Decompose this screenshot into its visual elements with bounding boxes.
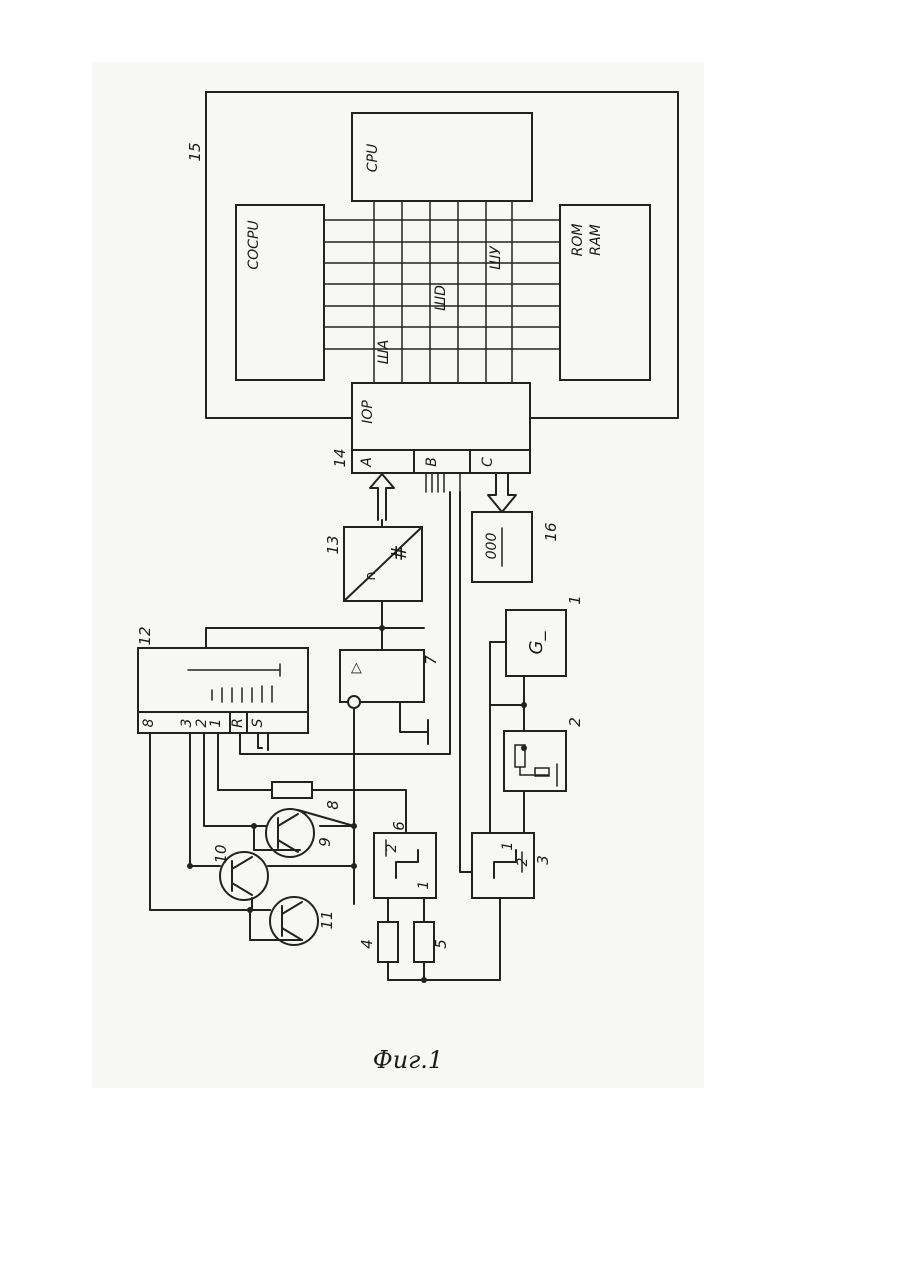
switch-block-3: 1 2 xyxy=(472,833,534,898)
pin-r-label: R xyxy=(230,718,246,728)
converter-tilde: ∩ xyxy=(363,571,379,581)
num-16: 16 xyxy=(542,522,560,541)
figure-caption: Фuг.1 xyxy=(373,1046,443,1074)
pin-s-label: S xyxy=(250,718,266,727)
rom-ram-block: ROM RAM xyxy=(560,205,650,380)
transistor-11 xyxy=(270,897,318,945)
converter-block-13: ∩ # xyxy=(344,527,422,601)
num-8: 8 xyxy=(324,800,342,810)
pin-1-label: 1 xyxy=(208,719,224,728)
resistor-4 xyxy=(378,922,398,962)
system-buses: ША ШD ШУ xyxy=(324,201,560,383)
divider-block-2 xyxy=(504,731,566,791)
num-1: 1 xyxy=(566,595,584,605)
bus-data-label: ШD xyxy=(433,285,449,311)
port-a-label: A xyxy=(359,457,375,468)
display-block-16: 000 xyxy=(472,512,532,582)
switch6-1: 1 xyxy=(416,881,432,890)
cpu-label: CPU xyxy=(365,144,381,172)
resistor-5 xyxy=(414,922,434,962)
num-11: 11 xyxy=(318,910,336,929)
num-12: 12 xyxy=(136,626,154,645)
num-15: 15 xyxy=(186,142,204,161)
num-9: 9 xyxy=(316,837,334,847)
num-3: 3 xyxy=(534,855,552,865)
pin-3-label: 3 xyxy=(179,719,195,728)
display-digits: 000 xyxy=(484,533,500,560)
comparator-block-7: ▷ xyxy=(340,650,424,708)
iop-block-14: IOP A B C xyxy=(352,383,530,473)
cocpu-block: COCPU xyxy=(236,205,324,380)
num-2: 2 xyxy=(566,717,584,727)
num-7: 7 xyxy=(422,655,440,665)
port-b-label: B xyxy=(424,457,440,467)
rom-label: ROM xyxy=(570,224,586,257)
cocpu-label: COCPU xyxy=(246,220,262,269)
iop-label: IOP xyxy=(360,400,376,424)
num-13: 13 xyxy=(324,535,342,554)
num-4: 4 xyxy=(358,939,376,949)
num-5: 5 xyxy=(432,939,450,949)
ram-label: RAM xyxy=(588,224,604,255)
num-10: 10 xyxy=(212,844,230,863)
port-c-label: C xyxy=(480,457,496,467)
resistor-8 xyxy=(272,782,312,798)
comparator-symbol: ▷ xyxy=(348,662,364,673)
switch-block-6: 2 1 xyxy=(374,833,436,898)
converter-hash: # xyxy=(387,545,411,562)
bus-address-label: ША xyxy=(376,340,392,365)
switch3-1: 1 xyxy=(500,842,516,851)
pin-8-label: 8 xyxy=(141,718,157,727)
switch3-2: 2 xyxy=(515,857,531,866)
num-6: 6 xyxy=(390,821,408,831)
cpu-block: CPU xyxy=(352,113,532,201)
generator-block-1: G_ xyxy=(506,610,566,676)
generator-label: G_ xyxy=(526,631,547,655)
wiring xyxy=(150,492,524,980)
register-block-12: 8 3 2 1 R S xyxy=(138,648,308,733)
num-14: 14 xyxy=(331,448,349,467)
bus-control-label: ШУ xyxy=(488,245,504,270)
